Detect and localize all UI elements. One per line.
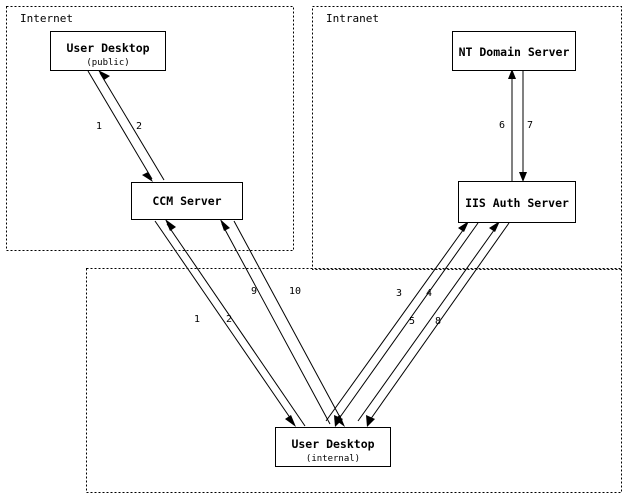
edge-label-10: 10: [289, 286, 301, 297]
edge-9-line: [221, 223, 331, 425]
edge-6-arrowhead: [508, 69, 516, 79]
edge-9-arrowhead: [220, 219, 230, 231]
node-user-desktop-public-subtitle: (public): [86, 58, 129, 68]
node-user-desktop-internal-box[interactable]: [275, 427, 391, 467]
edge-label-2-upper: 2: [136, 121, 142, 132]
zone-internal-lan-group: [86, 268, 622, 493]
node-ccm-server-box[interactable]: [131, 182, 243, 220]
edge-5-arrowhead: [489, 221, 500, 232]
node-user-desktop-public-box[interactable]: [50, 31, 166, 71]
node-user-desktop-public-title: User Desktop: [66, 41, 149, 55]
edge-10-line: [233, 220, 343, 422]
edge-1-public-to-ccm: [87, 70, 153, 182]
node-iis-auth-server-title: IIS Auth Server: [465, 196, 569, 210]
edge-2b-line: [166, 223, 306, 427]
node-user-desktop-internal-subtitle: (internal): [306, 454, 360, 464]
edge-1b-line: [154, 220, 294, 423]
edge-2-line: [99, 72, 165, 181]
edge-1b-arrowhead: [285, 415, 296, 427]
edge-2-ccm-to-public: [98, 70, 165, 181]
edge-3-internal-to-iis: [325, 221, 469, 422]
edge-4-arrowhead: [334, 415, 343, 427]
zone-internal-lan-boundary: [86, 268, 622, 493]
zone-internet-label: Internet: [20, 12, 73, 25]
edge-4-iis-to-internal: [334, 222, 479, 427]
edge-label-9: 9: [251, 286, 257, 297]
edge-8-iis-to-internal: [366, 222, 510, 427]
edge-label-7: 7: [527, 120, 533, 131]
node-user-desktop-internal-title: User Desktop: [291, 437, 374, 451]
edge-1-line: [87, 70, 153, 180]
edge-5-internal-to-iis: [357, 221, 500, 422]
edge-3-line: [325, 225, 467, 422]
edge-9-internal-to-ccm: [220, 219, 331, 425]
zone-intranet-boundary: [312, 6, 622, 270]
edge-1-ccm-to-internal: [154, 220, 296, 427]
edge-7-ntdomain-to-iis: [519, 70, 527, 182]
edge-label-4: 4: [426, 288, 432, 299]
edge-7-arrowhead: [519, 172, 527, 182]
zone-internet-boundary: [6, 6, 294, 251]
node-nt-domain-server[interactable]: NT Domain Server: [452, 31, 576, 71]
edge-label-5: 5: [409, 316, 415, 327]
edge-label-1-upper: 1: [96, 121, 102, 132]
edge-label-3: 3: [396, 288, 402, 299]
edge-2b-arrowhead: [165, 219, 176, 231]
edge-label-1-lower: 1: [194, 314, 200, 325]
node-iis-auth-server[interactable]: IIS Auth Server: [458, 181, 576, 223]
edge-10-ccm-to-internal: [233, 220, 345, 427]
node-ccm-server[interactable]: CCM Server: [131, 182, 243, 220]
edge-6-iis-to-ntdomain: [508, 69, 516, 181]
edge-label-8: 8: [435, 316, 441, 327]
edge-4-line: [337, 222, 479, 421]
edge-5-line: [357, 225, 498, 422]
node-nt-domain-server-box[interactable]: [452, 31, 576, 71]
edge-1-arrowhead: [142, 172, 153, 182]
node-nt-domain-server-title: NT Domain Server: [459, 45, 570, 59]
edge-8-line: [369, 222, 510, 421]
node-ccm-server-title: CCM Server: [152, 194, 221, 208]
node-user-desktop-public[interactable]: User Desktop (public): [50, 31, 166, 71]
zone-intranet-label: Intranet: [326, 12, 379, 25]
edge-3-arrowhead: [458, 221, 469, 232]
edge-2-arrowhead: [98, 70, 110, 80]
node-iis-auth-server-box[interactable]: [458, 181, 576, 223]
zone-internet-group: Internet: [6, 6, 294, 251]
edge-2-internal-to-ccm: [165, 219, 306, 427]
edge-8-arrowhead: [366, 415, 375, 427]
edge-label-6: 6: [499, 120, 505, 131]
edge-label-2-lower: 2: [226, 314, 232, 325]
zone-intranet-group: Intranet: [312, 6, 622, 270]
node-user-desktop-internal[interactable]: User Desktop (internal): [275, 427, 391, 467]
